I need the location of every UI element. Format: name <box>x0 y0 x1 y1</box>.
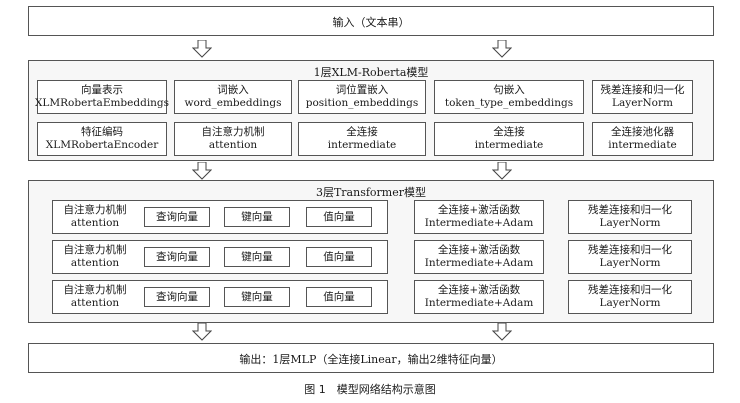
xlm-cell-encoder: 特征编码 XLMRobertaEncoder <box>37 122 167 156</box>
key-vector-box: 键向量 <box>224 207 290 227</box>
value-vector-box: 值向量 <box>306 287 372 307</box>
xlm-cell-attention: 自注意力机制 attention <box>174 122 292 156</box>
xlm-cell-intermediate-1: 全连接 intermediate <box>298 122 426 156</box>
down-arrow-icon <box>192 323 212 341</box>
value-vector-box: 值向量 <box>306 247 372 267</box>
down-arrow-icon <box>192 162 212 180</box>
xlm-cell-embeddings: 向量表示 XLMRobertaEmbeddings <box>35 80 169 114</box>
xlm-cell-intermediate-2: 全连接 intermediate <box>434 122 584 156</box>
transformer-title: 3层Transformer模型 <box>315 186 427 199</box>
xlm-cell-token-type-embeddings: 句嵌入 token_type_embeddings <box>434 80 584 114</box>
down-arrow-icon <box>492 323 512 341</box>
input-bar-text: 输入（文本串） <box>332 16 410 29</box>
key-vector-box: 键向量 <box>224 287 290 307</box>
query-vector-box: 查询向量 <box>144 247 210 267</box>
query-vector-box: 查询向量 <box>144 207 210 227</box>
key-vector-box: 键向量 <box>224 247 290 267</box>
down-arrow-icon <box>492 162 512 180</box>
output-bar: 输出：1层MLP（全连接Linear，输出2维特征向量） <box>28 343 714 373</box>
xlm-cell-position-embeddings: 词位置嵌入 position_embeddings <box>298 80 426 114</box>
xlm-roberta-title: 1层XLM-Roberta模型 <box>313 66 429 79</box>
xlm-cell-layernorm: 残差连接和归一化 LayerNorm <box>592 80 693 114</box>
output-bar-text: 输出：1层MLP（全连接Linear，输出2维特征向量） <box>239 353 503 366</box>
xlm-cell-pooler: 全连接池化器 intermediate <box>592 122 693 156</box>
input-bar: 输入（文本串） <box>28 6 714 36</box>
down-arrow-icon <box>192 40 212 58</box>
figure-caption: 图 1 模型网络结构示意图 <box>304 383 436 396</box>
value-vector-box: 值向量 <box>306 207 372 227</box>
query-vector-box: 查询向量 <box>144 287 210 307</box>
down-arrow-icon <box>492 40 512 58</box>
xlm-cell-word-embeddings: 词嵌入 word_embeddings <box>174 80 292 114</box>
